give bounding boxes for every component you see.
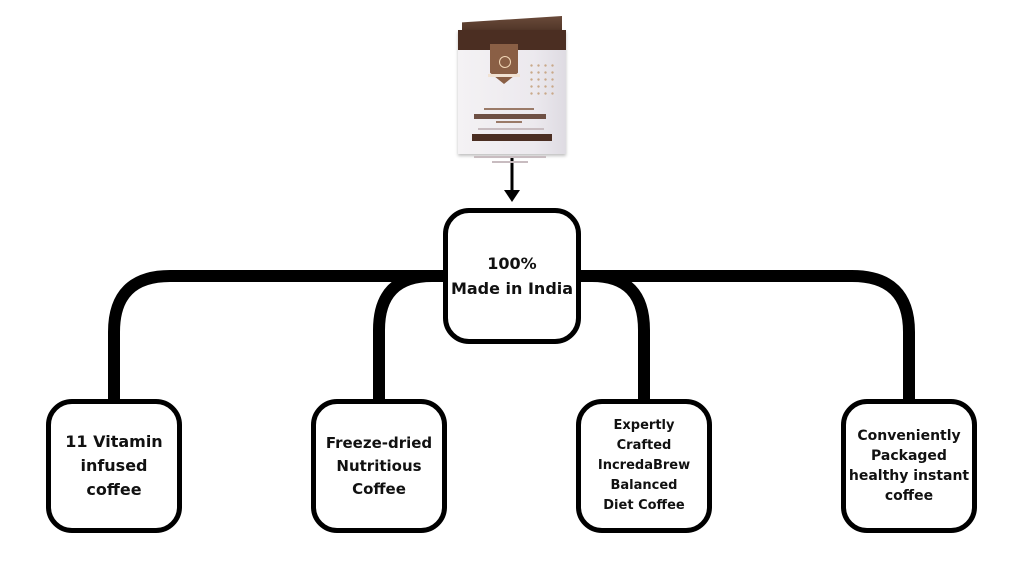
connector-child-1 xyxy=(108,270,443,399)
child-node-vitamin: 11 Vitamin infused coffee xyxy=(46,399,182,533)
connector-child-4 xyxy=(581,270,915,399)
child-node-label: Expertly Crafted IncredaBrew Balanced Di… xyxy=(597,418,691,513)
root-node: 100% Made in India xyxy=(443,208,581,344)
arrow-down-icon xyxy=(504,158,520,202)
product-box-image xyxy=(458,16,566,163)
root-node-label: 100% Made in India xyxy=(450,254,574,298)
child-node-expertly-crafted: Expertly Crafted IncredaBrew Balanced Di… xyxy=(576,399,712,533)
child-node-label: Freeze-dried Nutritious Coffee xyxy=(325,433,433,498)
child-node-label: Conveniently Packaged healthy instant co… xyxy=(848,428,970,504)
connector-child-2 xyxy=(373,270,443,399)
child-node-label: 11 Vitamin infused coffee xyxy=(65,432,163,499)
child-node-conveniently-packaged: Conveniently Packaged healthy instant co… xyxy=(841,399,977,533)
child-node-freeze-dried: Freeze-dried Nutritious Coffee xyxy=(311,399,447,533)
connector-child-3 xyxy=(581,270,650,399)
